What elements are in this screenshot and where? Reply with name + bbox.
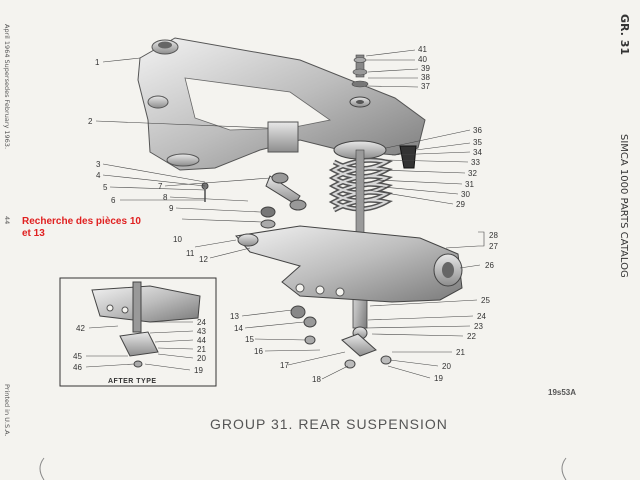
callout-17: 17: [280, 361, 289, 370]
callout-41: 41: [418, 45, 427, 54]
callout-26: 26: [485, 261, 494, 270]
callout-19: 19: [434, 374, 443, 383]
callout-38: 38: [421, 73, 430, 82]
right-margin: GR. 31 SIMCA 1000 PARTS CATALOG: [618, 14, 636, 304]
callout-27: 27: [489, 242, 498, 251]
inset-callout-24: 24: [197, 318, 206, 327]
callout-31: 31: [465, 180, 474, 189]
callout-12: 12: [199, 255, 208, 264]
callout-9: 9: [169, 204, 174, 213]
callout-24: 24: [477, 312, 486, 321]
callout-33: 33: [471, 158, 480, 167]
callout-8: 8: [163, 193, 168, 202]
page-number: 44: [3, 216, 11, 225]
callout-37: 37: [421, 82, 430, 91]
inset-callout-19: 19: [194, 366, 203, 375]
bump-stop: [399, 145, 417, 169]
supersedes-note: April 1964 Supersedes February 1963.: [3, 24, 11, 150]
callout-5: 5: [103, 183, 108, 192]
callout-15: 15: [245, 335, 254, 344]
callout-35: 35: [473, 138, 482, 147]
callout-32: 32: [468, 169, 477, 178]
right-callouts: 41 40 39 38 37 36 35 34 33 32 31 30 29 2…: [418, 45, 498, 383]
inset-callout-44: 44: [197, 336, 206, 345]
parts-annotation: Recherche des pièces 10 et 13: [22, 216, 141, 239]
callout-13: 13: [230, 312, 239, 321]
callout-30: 30: [461, 190, 470, 199]
trailing-arm: [235, 225, 463, 303]
inset-callout-46: 46: [73, 363, 82, 372]
callout-20: 20: [442, 362, 451, 371]
callout-34: 34: [473, 148, 482, 157]
callout-25: 25: [481, 296, 490, 305]
callout-4: 4: [96, 171, 101, 180]
callout-14: 14: [234, 324, 243, 333]
inset-callout-42: 42: [76, 324, 85, 333]
callout-21: 21: [456, 348, 465, 357]
callout-29: 29: [456, 200, 465, 209]
catalog-title: SIMCA 1000 PARTS CATALOG: [618, 134, 629, 278]
left-leaders: [95, 57, 349, 380]
anti-roll-links: [201, 172, 307, 229]
group-code: GR. 31: [618, 14, 631, 56]
callout-11: 11: [186, 249, 195, 258]
callout-40: 40: [418, 55, 427, 64]
group-title: GROUP 31. REAR SUSPENSION: [210, 416, 448, 432]
callout-22: 22: [467, 332, 476, 341]
left-callouts: 1 2 3 4 5 6 7 8 9 10 11 12 13 14 15 16 1…: [88, 58, 321, 384]
left-margin: April 1964 Supersedes February 1963. 44 …: [3, 24, 15, 437]
callout-36: 36: [473, 126, 482, 135]
callout-7: 7: [158, 182, 163, 191]
callout-2: 2: [88, 117, 93, 126]
binding-holes: [39, 457, 567, 480]
callout-18: 18: [312, 375, 321, 384]
callout-16: 16: [254, 347, 263, 356]
inset-callout-43: 43: [197, 327, 206, 336]
inset-callout-45: 45: [73, 352, 82, 361]
callout-1: 1: [95, 58, 100, 67]
callout-3: 3: [96, 160, 101, 169]
lower-mount-parts: [290, 305, 392, 369]
printed-note: Printed in U.S.A.: [3, 384, 11, 437]
figure-reference: 19s53A: [548, 388, 577, 397]
callout-39: 39: [421, 64, 430, 73]
callout-28: 28: [489, 231, 498, 240]
after-type-inset: 42 24 43 44 21 20 45 46 19 AFTER TYPE: [59, 277, 217, 387]
inset-callout-21: 21: [197, 345, 206, 354]
callout-6: 6: [111, 196, 116, 205]
crossmember: [137, 37, 426, 171]
inset-caption: AFTER TYPE: [108, 378, 157, 385]
inset-callout-20: 20: [197, 354, 206, 363]
callout-23: 23: [474, 322, 483, 331]
right-leaders: [365, 49, 485, 379]
shock-top-mount: [349, 54, 371, 108]
callout-10: 10: [173, 235, 182, 244]
